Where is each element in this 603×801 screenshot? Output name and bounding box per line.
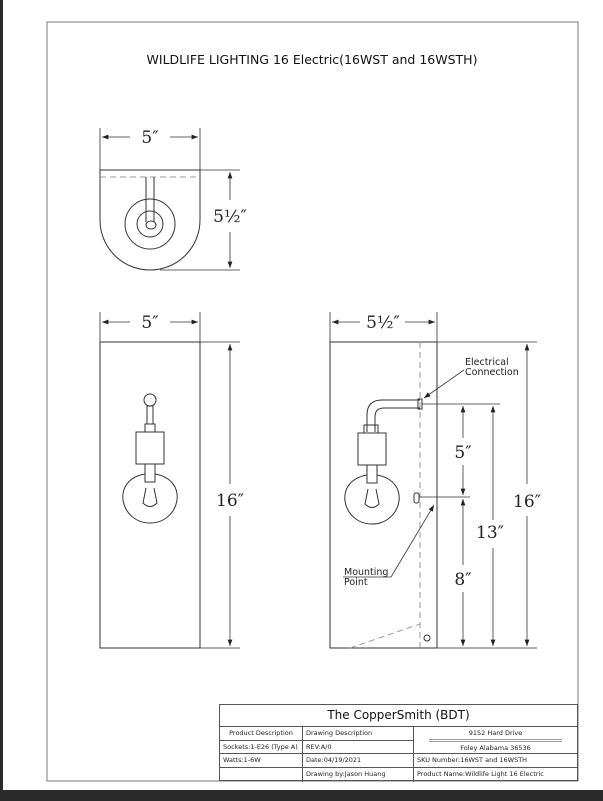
page-border: [46, 21, 579, 782]
viewer-left-edge: [0, 0, 3, 801]
top-width-dimension: 5″: [141, 128, 158, 148]
front-height-dimension: 16″: [216, 491, 244, 511]
side-width-dimension: 5½″: [366, 313, 400, 333]
address-line2: Foley Alabama 36536: [460, 744, 531, 752]
watts: Watts:1-6W: [220, 754, 303, 769]
mounting-point-note: Mounting: [344, 567, 388, 578]
sku-number: SKU Number:16WST and 16WSTH: [414, 754, 577, 769]
date: Date:04/19/2021: [303, 754, 414, 769]
revision: REV:A/0: [303, 740, 414, 755]
address: 9152 Hard Drive Foley Alabama 36536: [414, 727, 577, 755]
electrical-connection-note: Electrical: [465, 357, 509, 368]
mount-height-dimension: 8″: [454, 570, 471, 590]
drawing-description-header: Drawing Description: [303, 727, 414, 741]
side-height-dimension: 16″: [513, 492, 541, 512]
sockets: Sockets:1-E26 (Type A): [220, 740, 303, 755]
top-view: 5″ 5½″: [99, 128, 247, 271]
front-view: 5″ 16″: [99, 312, 244, 649]
address-line1: 9152 Hard Drive: [429, 727, 562, 742]
electrical-connection-note-2: Connection: [465, 367, 519, 378]
drawn-by: Drawing by:Jason Huang: [303, 768, 414, 782]
side-view: 5½″ 16″ 13″ 5″ 8″ Electrical Connection …: [329, 312, 541, 649]
top-depth-dimension: 5½″: [213, 207, 247, 227]
connection-height-dimension: 13″: [476, 523, 504, 543]
mounting-point-note-2: Point: [344, 577, 368, 588]
drawing-title: WILDLIFE LIGHTING 16 Electric(16WST and …: [147, 52, 478, 67]
company-name: The CopperSmith (BDT): [220, 705, 577, 727]
empty-cell: [220, 768, 303, 782]
product-name: Product Name:Wildlife Light 16 Electric: [417, 770, 544, 779]
front-width-dimension: 5″: [141, 313, 158, 333]
arm-offset-dimension: 5″: [454, 443, 471, 463]
product-description-header: Product Description: [220, 727, 303, 741]
viewer-bottom-bar: [0, 790, 603, 801]
title-block: The CopperSmith (BDT) Product Descriptio…: [219, 704, 578, 782]
